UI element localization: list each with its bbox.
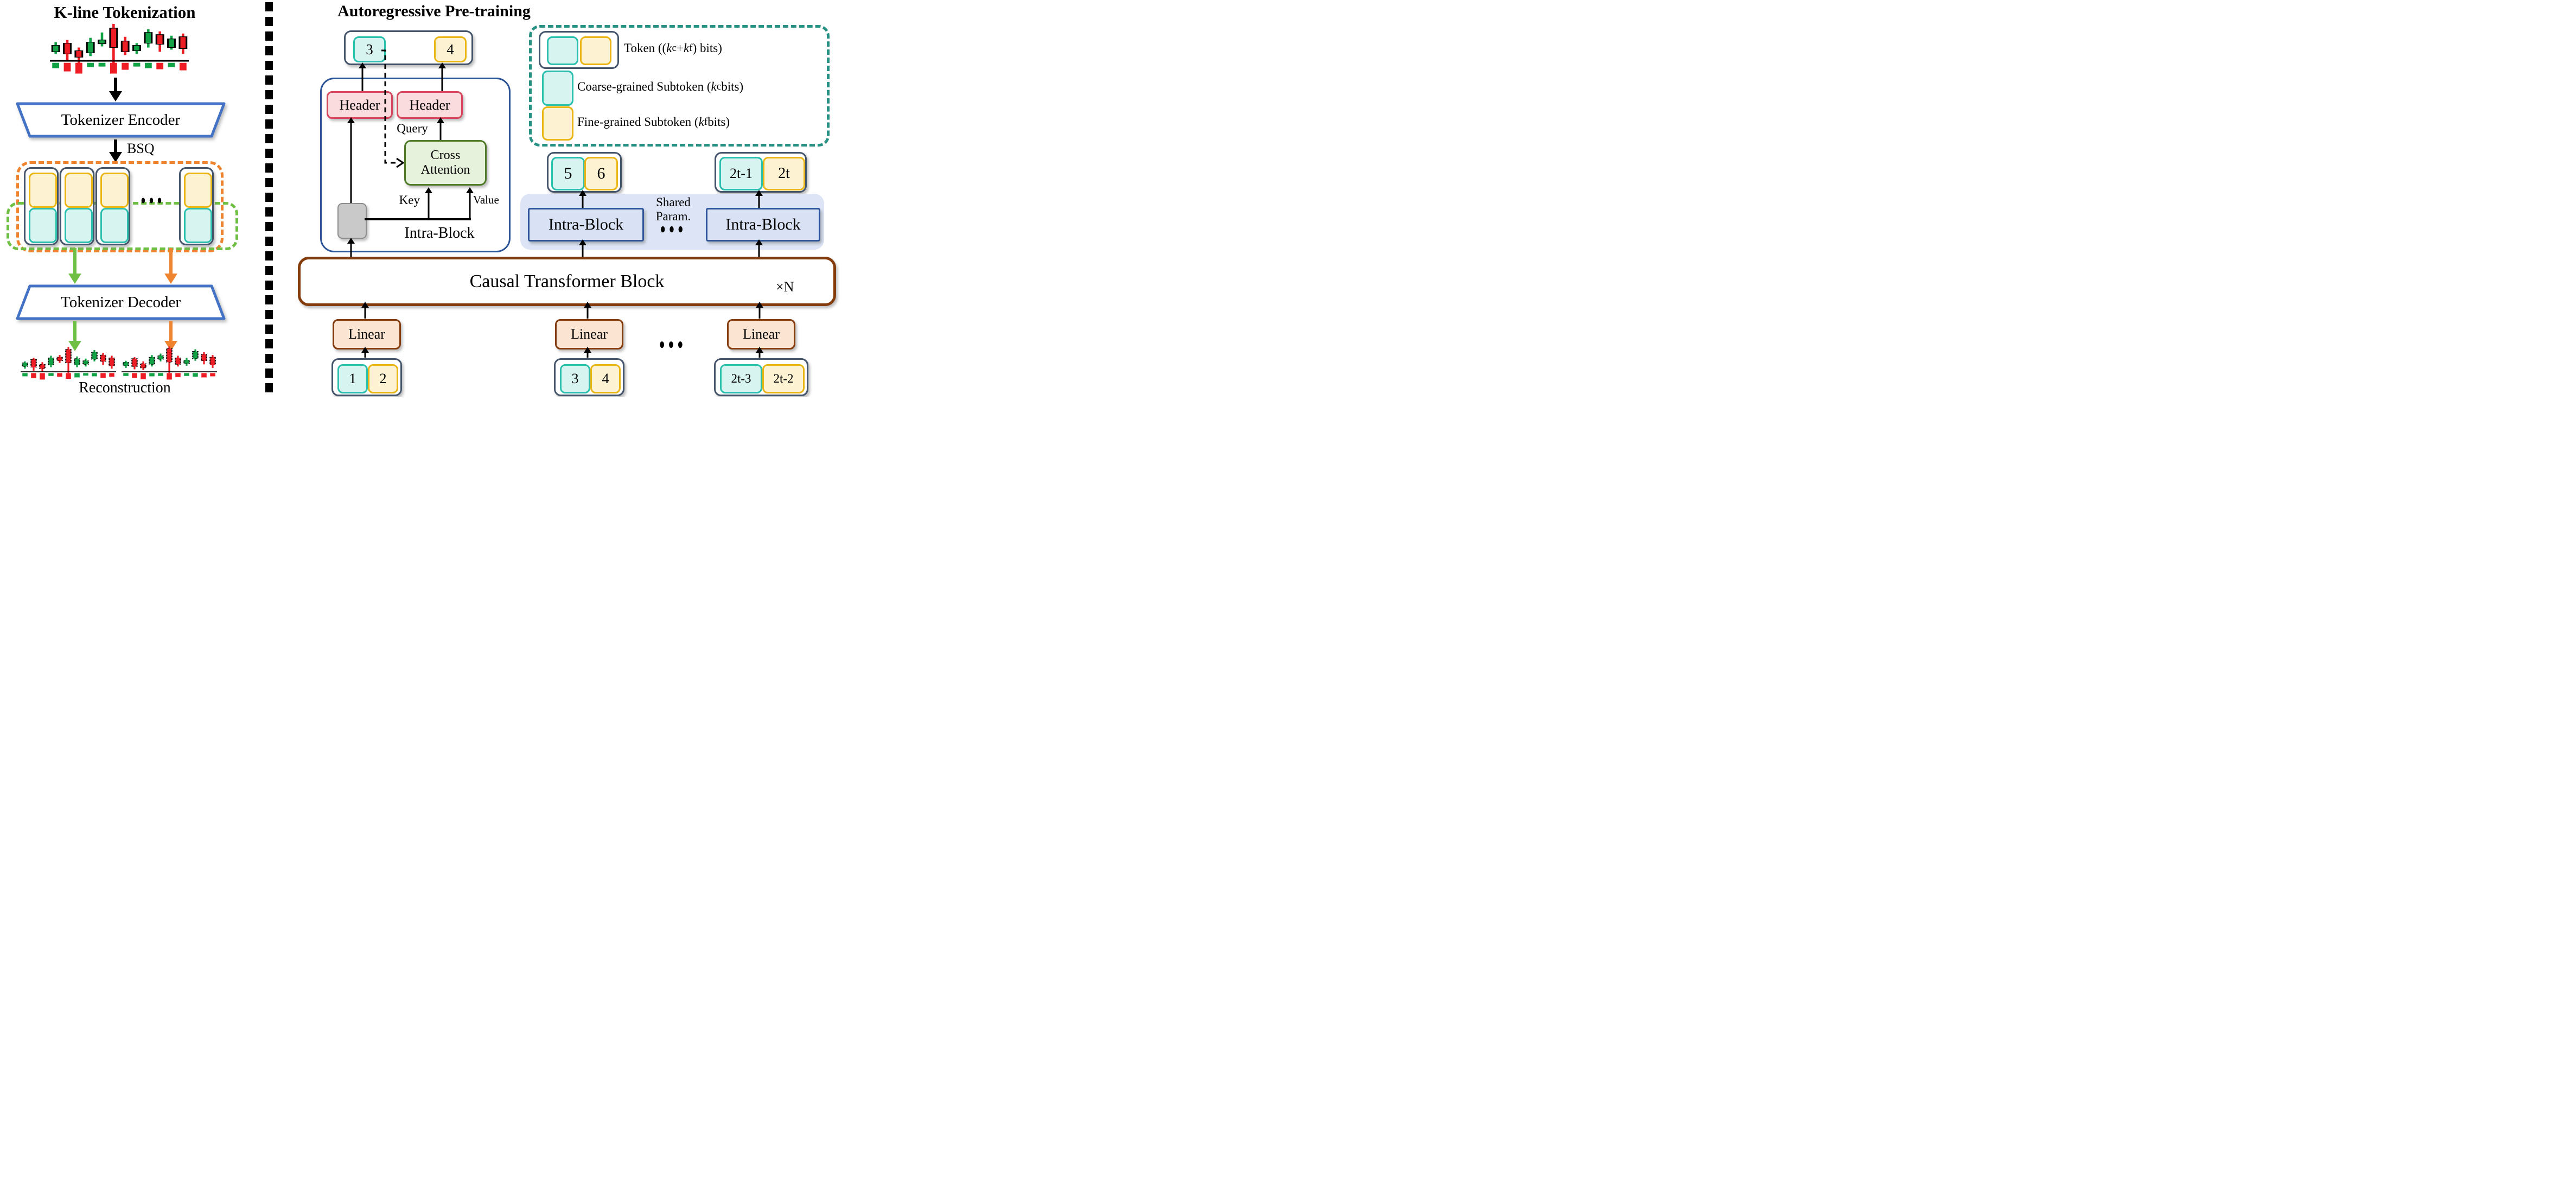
intra-block-instance-1: Intra-Block (528, 208, 644, 242)
header1-to-token-arrow (356, 62, 368, 91)
decoded-coarse-arrow (67, 321, 83, 351)
left-panel-title: K-line Tokenization (54, 3, 196, 22)
linear-box-3: Linear (727, 319, 795, 350)
panel-divider-dashed-line (265, 2, 273, 397)
fine-subtoken (65, 173, 93, 208)
fine-subtoken-4: 4 (434, 36, 467, 62)
bsq-token-1 (24, 167, 59, 245)
linear2-to-transformer-arrow (582, 302, 594, 319)
input-token-box-1-2: 1 2 (331, 358, 402, 396)
intra-block-ellipsis: ●●● (660, 220, 687, 237)
token-ellipsis: ●●● (141, 194, 165, 208)
legend-box (529, 25, 830, 147)
tokenizer-encoder-label: Tokenizer Encoder (61, 111, 181, 129)
coarse-subtoken (184, 208, 212, 243)
legend-coarse-icon (547, 36, 578, 65)
coarse-subtoken (65, 208, 93, 243)
predicted-token-box: 3 4 (344, 30, 473, 65)
bsq-token-n (179, 167, 214, 245)
legend-fine-icon (580, 36, 611, 65)
coarse-subtoken-5: 5 (551, 157, 585, 190)
transformer-to-intra2-arrow (753, 239, 765, 257)
shared-param-label-line1: Shared (656, 195, 691, 209)
crossattention-to-header-arrow (435, 117, 447, 140)
coarse-hidden-state-box (337, 203, 367, 239)
bsq-label: BSQ (127, 141, 155, 156)
query-label: Query (397, 122, 428, 135)
coarse-subtoken (29, 208, 57, 243)
linear-box-2: Linear (555, 319, 623, 350)
input-to-encoder-arrow (107, 78, 124, 101)
transformer-to-intra1-arrow (577, 239, 589, 257)
transformer-to-hidden-arrow (345, 238, 357, 258)
token-box-2t1-2t: 2t-1 2t (715, 152, 807, 193)
value-arrow (464, 187, 476, 220)
intra-block-detail-label: Intra-Block (404, 225, 475, 242)
causal-transformer-block: Causal Transformer Block (298, 257, 836, 306)
legend-token-icon (539, 31, 619, 69)
decoded-fine-arrow (163, 321, 179, 351)
linear-row-ellipsis: ●●● (659, 335, 687, 353)
bsq-token-3 (95, 167, 130, 245)
coarse-subtoken-2t-3: 2t-3 (720, 364, 762, 393)
intra2-to-token-arrow (753, 190, 765, 208)
query-dashed-connector (381, 49, 405, 168)
reconstruction-kline-right (122, 346, 217, 380)
key-arrow (423, 187, 435, 220)
key-label: Key (399, 193, 420, 207)
header2-to-token-arrow (436, 62, 448, 91)
reconstruction-label: Reconstruction (79, 379, 171, 396)
fine-subtoken-2: 2 (368, 364, 398, 393)
tokenizer-encoder-shape (16, 102, 226, 138)
token3-to-linear-arrow (754, 347, 766, 358)
hidden-to-header1-arrow (345, 117, 357, 203)
fine-subtoken (29, 173, 57, 208)
reconstruction-kline-left (21, 347, 116, 380)
linear-box-1: Linear (333, 319, 401, 350)
bsq-token-2 (60, 167, 94, 245)
repeat-n-label: ×N (776, 279, 794, 295)
fine-subtoken (184, 173, 212, 208)
fine-subtoken (100, 173, 129, 208)
key-value-connector-line (365, 218, 471, 220)
input-kline-chart (50, 23, 189, 74)
fine-subtoken-4b: 4 (590, 364, 621, 393)
coarse-path-arrow (67, 248, 83, 284)
legend-coarse-swatch (542, 71, 573, 106)
token2-to-linear-arrow (582, 347, 594, 358)
coarse-subtoken-1: 1 (337, 364, 368, 393)
shared-param-label-line2: Param. (655, 209, 691, 223)
header-coarse: Header (327, 91, 393, 119)
input-token-box-2t3-2t2: 2t-3 2t-2 (714, 358, 808, 396)
coarse-subtoken-3: 3 (353, 36, 386, 62)
bsq-arrow (107, 139, 124, 162)
input-token-box-3-4: 3 4 (554, 358, 624, 396)
coarse-subtoken (100, 208, 129, 243)
fine-subtoken-2t-2: 2t-2 (762, 364, 805, 393)
fine-subtoken-2t: 2t (763, 157, 805, 190)
token-box-5-6: 5 6 (547, 152, 622, 193)
coarse-subtoken-2t-1: 2t-1 (719, 157, 763, 190)
legend-fine-swatch (542, 106, 573, 141)
coarse-subtoken-3b: 3 (560, 364, 590, 393)
fine-subtoken-6: 6 (584, 157, 618, 190)
intra-block-instance-2: Intra-Block (706, 208, 820, 242)
tokenizer-decoder-label: Tokenizer Decoder (61, 293, 181, 311)
header-fine: Header (397, 91, 463, 119)
figure-canvas: K-line Tokenization Tokenizer Encoder BS… (0, 0, 851, 397)
tokenizer-decoder-shape (16, 284, 226, 320)
linear3-to-transformer-arrow (754, 302, 766, 319)
right-panel-title: Autoregressive Pre-training (337, 2, 531, 20)
value-label: Value (473, 193, 499, 206)
cross-attention-box: Cross Attention (404, 140, 487, 186)
token1-to-linear-arrow (359, 347, 371, 358)
intra1-to-token-arrow (577, 190, 589, 208)
fine-path-arrow (163, 248, 179, 284)
linear1-to-transformer-arrow (359, 302, 371, 319)
